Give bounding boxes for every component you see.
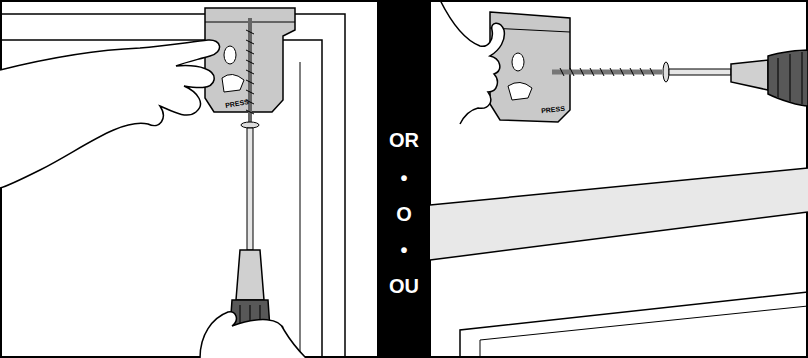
- frame-line: [480, 306, 808, 358]
- screw-thread: [560, 68, 654, 76]
- screwdriver-shaft: [669, 69, 731, 75]
- frame-line: [300, 62, 301, 358]
- screw: [248, 18, 252, 122]
- holding-hand: [0, 40, 220, 188]
- screwdriver-grip: [731, 60, 768, 90]
- left-panel: [0, 1, 378, 358]
- bracket-clip: [508, 82, 532, 100]
- panel-frame: [1, 1, 378, 357]
- screw-head: [663, 62, 669, 82]
- wall-shade: [430, 168, 808, 260]
- turning-hand: [200, 312, 306, 358]
- frame-line: [460, 292, 808, 358]
- handle-ridge: [778, 52, 802, 104]
- screw: [552, 70, 662, 75]
- screwdriver-shaft: [247, 128, 253, 250]
- alternative-word: OU: [380, 276, 428, 296]
- frame-line: [0, 14, 345, 358]
- alternative-word: OR: [380, 130, 428, 150]
- right-panel: [430, 0, 808, 358]
- alternative-word: O: [380, 204, 428, 224]
- bracket-hole: [224, 46, 236, 64]
- alternative-word: •: [380, 240, 428, 260]
- separator-band: [378, 0, 430, 358]
- bracket-hole: [512, 53, 524, 71]
- screw-head: [241, 122, 259, 128]
- holding-hand: [440, 0, 504, 124]
- frame-line: [430, 168, 808, 205]
- screwdriver-grip: [236, 250, 264, 300]
- panel-frame: [430, 1, 807, 357]
- bracket-clip: [222, 74, 244, 92]
- frame-line: [430, 212, 808, 260]
- alternative-word: •: [380, 168, 428, 188]
- screwdriver-handle: [768, 50, 808, 106]
